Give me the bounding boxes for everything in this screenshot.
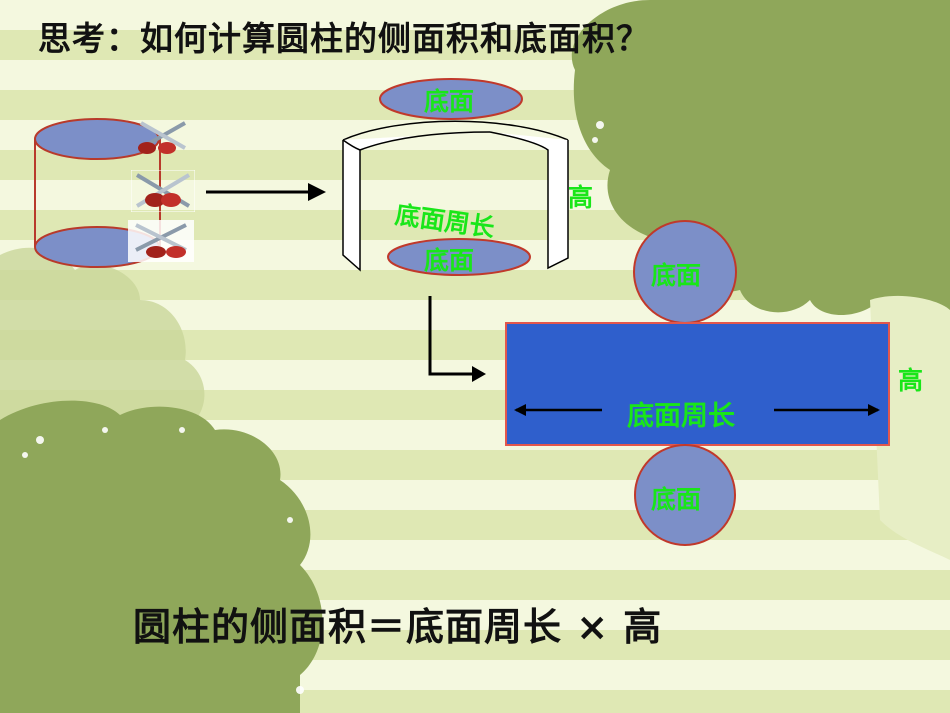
rect-height-label: 高 (898, 366, 924, 395)
arrow-right-icon (206, 183, 326, 201)
bottom-base-label: 底面 (424, 246, 475, 275)
curved-side-diagram (342, 120, 569, 272)
top-base-label: 底面 (424, 87, 475, 116)
top-base-ellipse (379, 78, 523, 120)
height-label: 高 (568, 183, 594, 212)
bottom-circle-label: 底面 (651, 485, 702, 514)
top-circle-label: 底面 (651, 261, 702, 290)
scissors-icon (128, 220, 194, 262)
formula-text: 圆柱的侧面积＝底面周长 × 高 (133, 605, 663, 649)
lateral-surface-rectangle (505, 322, 890, 446)
rect-circumference-label: 底面周长 (627, 401, 735, 432)
bottom-base-circle (634, 444, 736, 546)
scissors-icon (138, 121, 186, 154)
page-title: 思考：如何计算圆柱的侧面积和底面积？ (38, 19, 650, 58)
arrow-down-right-icon (428, 296, 486, 382)
scissors-icon (131, 170, 195, 212)
bottom-base-ellipse (387, 238, 531, 276)
width-arrows (514, 404, 880, 416)
